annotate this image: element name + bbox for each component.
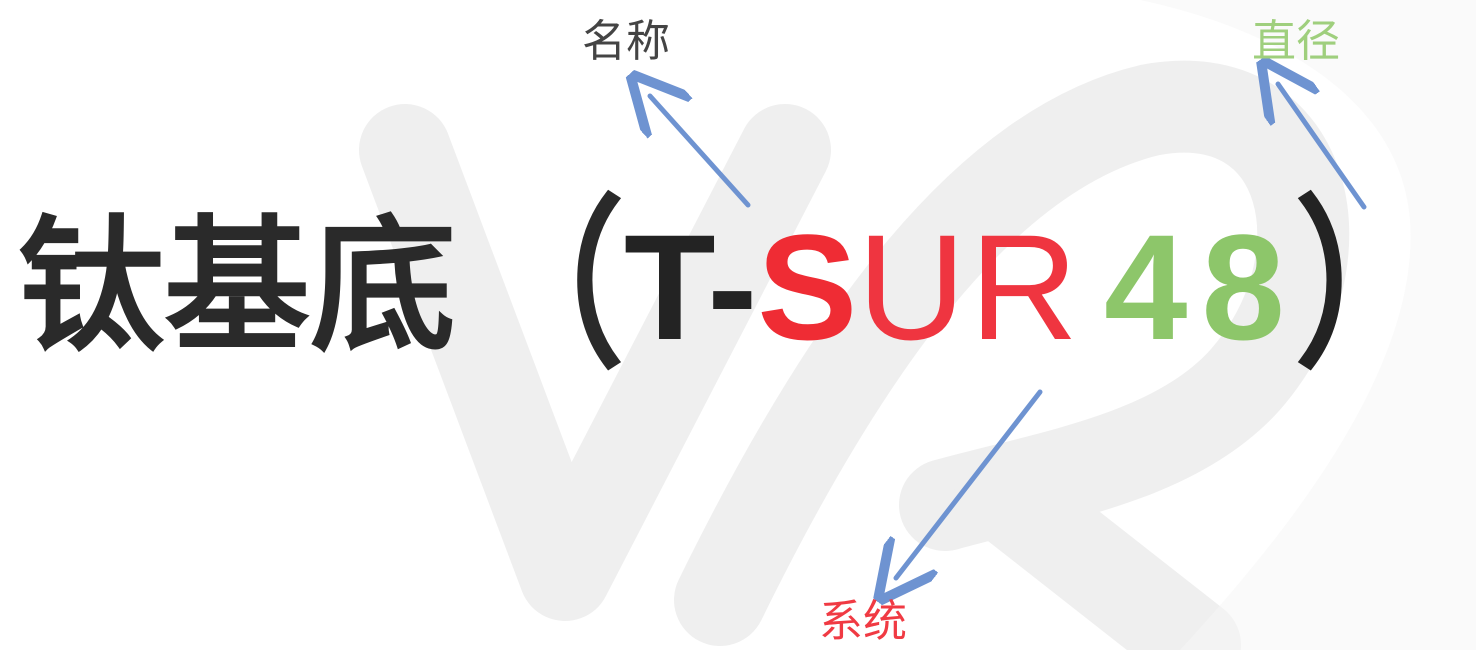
product-code-title: 钛基底 （ T- S UR 48 ） [18,182,1441,392]
system-code-rest: UR [857,203,1083,371]
closing-parenthesis: ） [1294,180,1441,394]
product-name-cn: 钛基底 [18,202,456,372]
system-code-initial: S [757,203,858,371]
arrow-to-diameter-icon [1278,84,1367,210]
name-label: 名称 [582,16,670,67]
watermark-soft-fill [1140,0,1476,650]
arrow-to-name-icon [650,96,751,208]
watermark-v-shape [359,60,1350,650]
system-label: 系统 [819,596,907,647]
opening-parenthesis: （ [478,180,624,394]
diameter-code: 48 [1104,203,1299,371]
code-prefix: T- [624,203,758,371]
diameter-label: 直径 [1252,16,1340,67]
arrow-to-system-icon [896,389,1043,578]
